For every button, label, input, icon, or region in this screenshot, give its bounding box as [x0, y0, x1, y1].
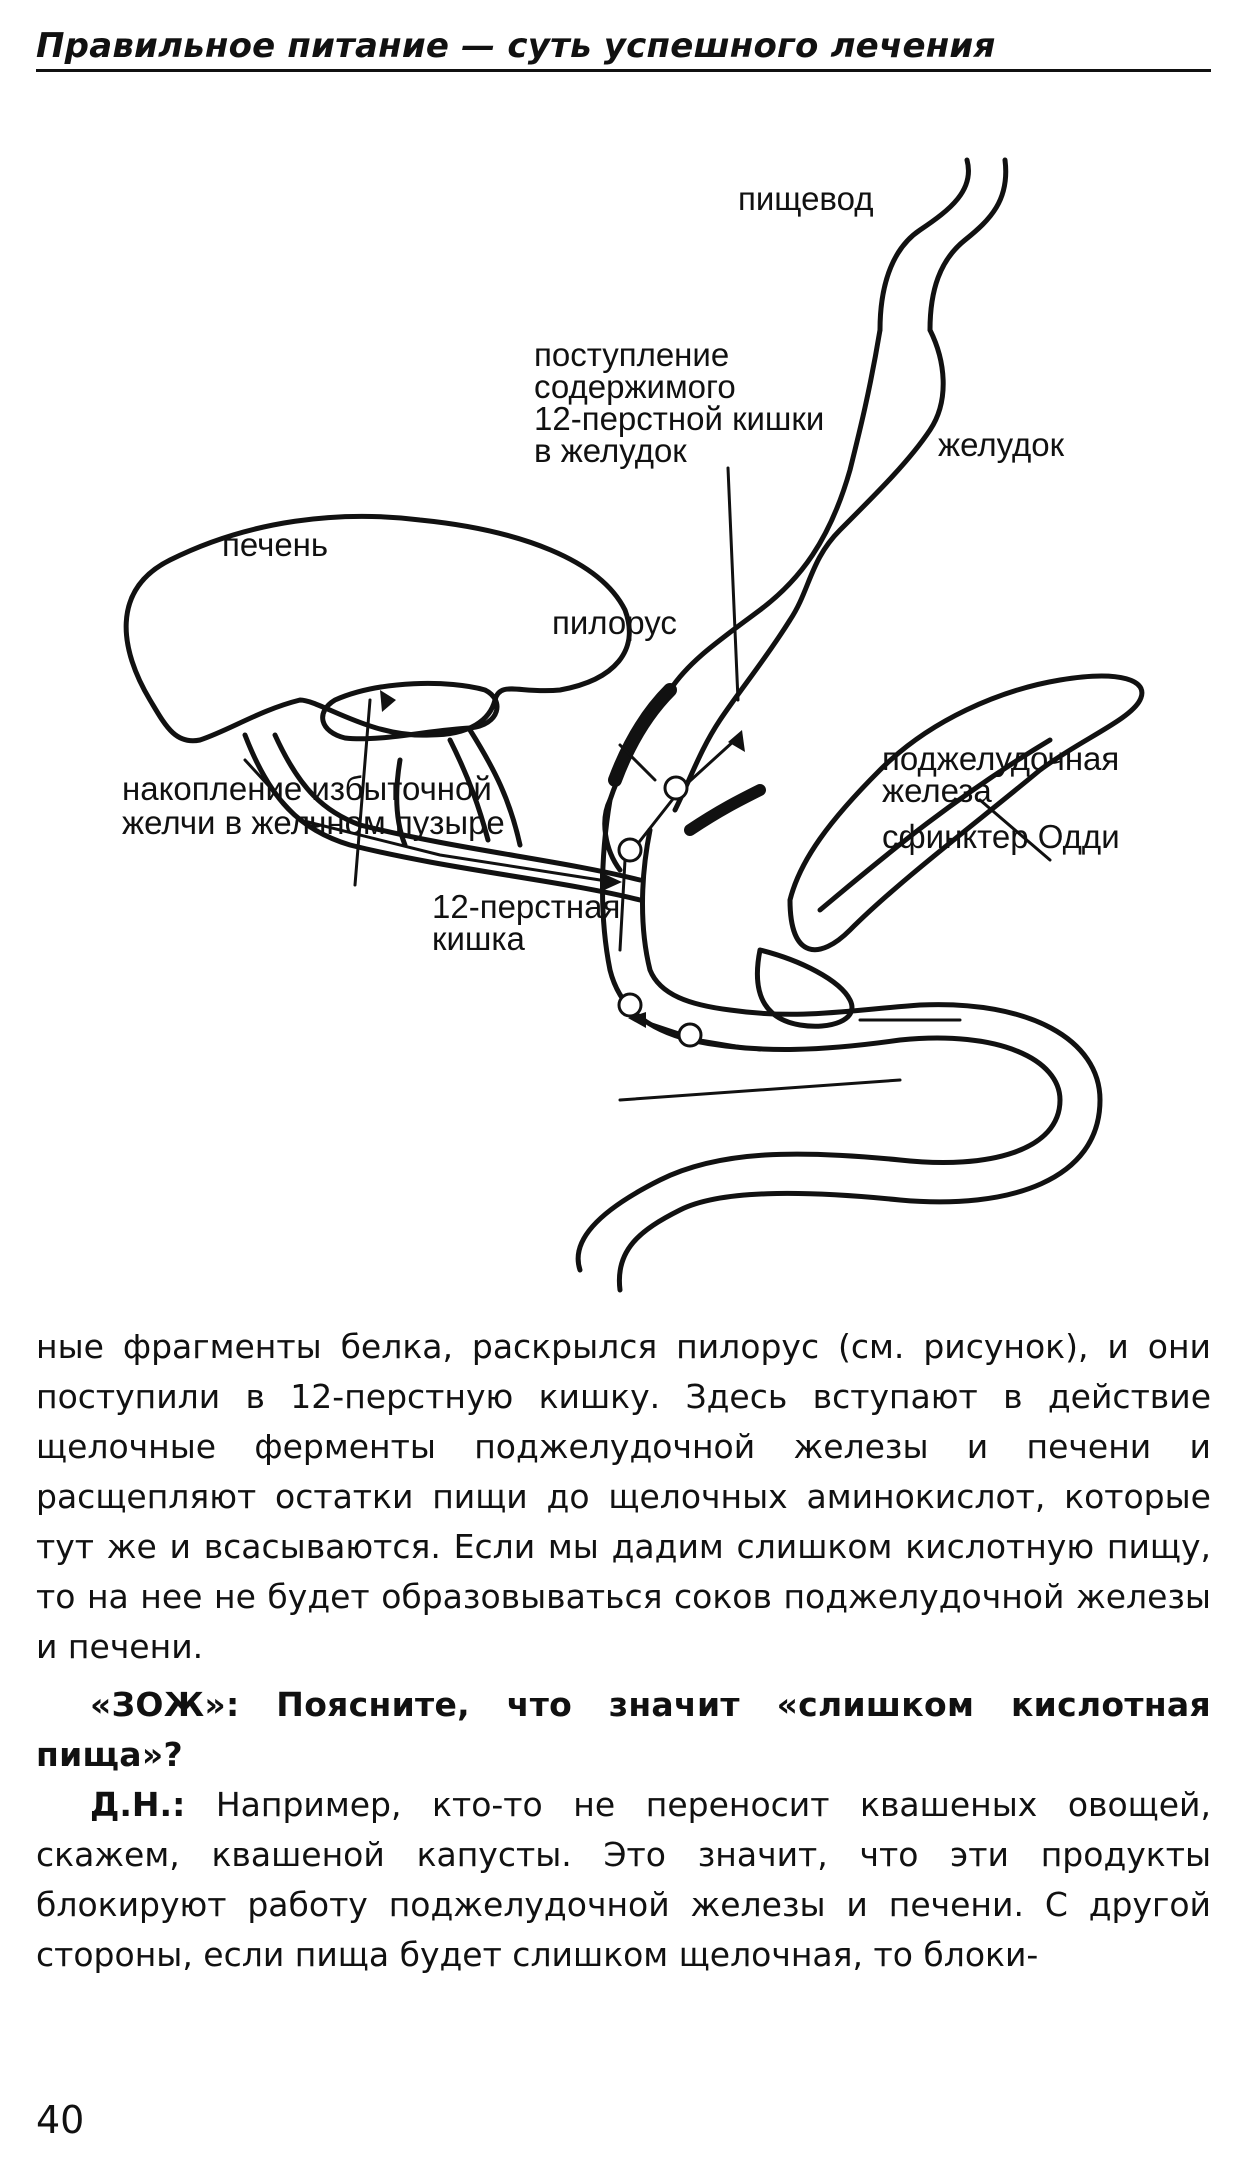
liver-outline: [123, 513, 632, 744]
cystic-duct-inner: [447, 737, 491, 843]
label-pylorus: пилорус: [552, 604, 677, 641]
label-duodenum-line2: кишка: [432, 920, 525, 957]
interview-question: «ЗОЖ»: Поясните, что значит «слишком кис…: [36, 1685, 1211, 1774]
label-liver: печень: [222, 526, 329, 563]
label-duodenum-line1: 12-перстная: [432, 888, 621, 925]
running-head-title: Правильное питание — суть успешного лече…: [36, 26, 996, 66]
bile-duct-inner: [272, 732, 643, 883]
arrowhead-bile: [600, 872, 622, 892]
label-reflux-line2: содержимого: [534, 368, 736, 405]
label-pancreas-line2: железа: [882, 772, 992, 809]
pylorus-wall: [608, 683, 677, 787]
pylorus-wall-lower: [684, 784, 766, 836]
pancreas-outline: [787, 673, 1145, 953]
esophagus-left: [877, 157, 971, 333]
hepatic-loop: [394, 757, 408, 848]
flow-bubble-3: [617, 992, 643, 1018]
leader-reflux: [726, 466, 740, 702]
digestive-tract-diagram: [123, 157, 1145, 1293]
body-text: ные фрагменты белка, раскрылся пилорус (…: [36, 1322, 1211, 1980]
label-bile-line1: накопление избыточной: [122, 770, 492, 807]
duodenum-inner: [616, 827, 1103, 1293]
arrowhead-reflux: [728, 730, 745, 752]
esophagus-right: [927, 157, 1009, 333]
digestive-tract-figure: пищевод поступление содержимого 12-перст…: [0, 120, 1236, 1300]
page-number: 40: [36, 2098, 85, 2142]
stomach-greater-curve: [672, 327, 946, 813]
leader-duodenum: [618, 1078, 902, 1102]
label-pancreas-line1: поджелудочная: [882, 740, 1120, 777]
running-head: Правильное питание — суть успешного лече…: [36, 20, 1211, 72]
label-esophagus: пищевод: [738, 180, 874, 217]
duodenum-outer: [575, 797, 1063, 1273]
flow-arrow-bile: [243, 758, 602, 882]
leader-pancreas: [978, 798, 1052, 862]
flow-bubble-1: [617, 837, 643, 863]
interview-answer: Д.Н.: Например, кто-то не переносит кваш…: [36, 1780, 1211, 1980]
leader-pylorus: [618, 743, 657, 782]
ampulla-outline: [754, 947, 855, 1029]
label-reflux-line3: 12-перстной кишки: [534, 400, 825, 437]
label-oddi: сфинктер Одди: [882, 818, 1120, 855]
cystic-duct-outer: [467, 727, 523, 848]
arrowhead-duodenum: [628, 1012, 646, 1028]
flow-bubble-2: [663, 775, 689, 801]
answer-speaker: Д.Н.:: [90, 1785, 186, 1824]
answer-text: Например, кто-то не переносит квашеных о…: [36, 1785, 1211, 1974]
label-bile-line2: желчи в желчном пузыре: [122, 804, 505, 841]
body-paragraph: ные фрагменты белка, раскрылся пилорус (…: [36, 1327, 1211, 1666]
flow-arrow-reflux: [618, 738, 737, 952]
label-stomach: желудок: [938, 426, 1065, 463]
flow-bubble-4: [677, 1022, 703, 1048]
label-reflux-line1: поступление: [534, 336, 730, 373]
label-reflux-line4: в желудок: [534, 432, 687, 469]
pancreatic-duct: [817, 737, 1053, 913]
leader-bile: [353, 698, 372, 887]
arrowhead-gallbladder: [380, 690, 396, 712]
